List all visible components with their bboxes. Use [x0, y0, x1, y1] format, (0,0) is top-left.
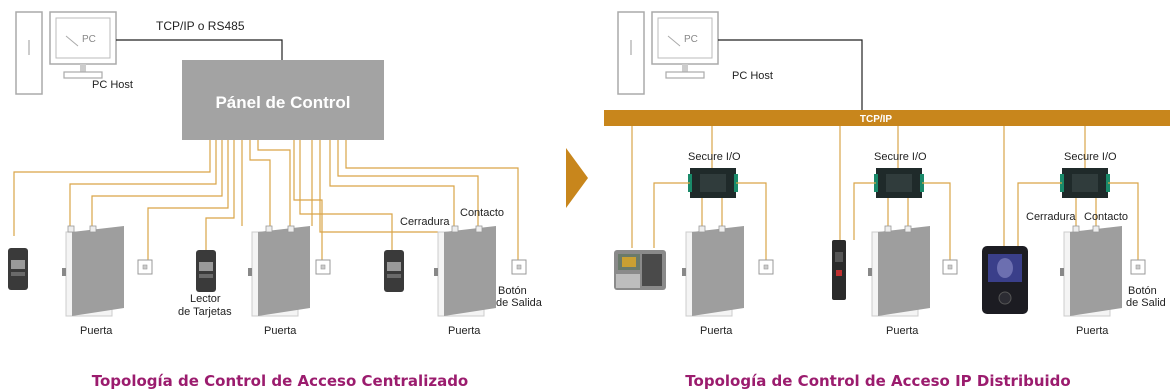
pc-screen-label-right: PC [684, 34, 698, 45]
card-reader-3 [384, 250, 404, 292]
card-reader-1 [8, 248, 28, 290]
pc-host-label: PC Host [92, 79, 133, 91]
secure-io-1 [688, 168, 738, 198]
network-link-label: TCP/IP o RS485 [156, 19, 245, 33]
door-label-r3: Puerta [1076, 325, 1109, 337]
door-1 [62, 225, 124, 317]
arrow-icon [566, 148, 588, 208]
lock-label-right: Cerradura [1026, 211, 1076, 223]
door-label-r2: Puerta [886, 325, 919, 337]
pc-screen-label: PC [82, 34, 96, 45]
pc-host-left: PC PC Host [15, 11, 133, 95]
secure-io-label-1: Secure I/O [688, 151, 741, 163]
reader-label-line2: de Tarjetas [178, 306, 232, 318]
pc-host-label-right: PC Host [732, 70, 773, 82]
door-label-r1: Puerta [700, 325, 733, 337]
panel-wires [13, 140, 519, 262]
secure-io-label-3: Secure I/O [1064, 151, 1117, 163]
door-r2 [868, 225, 930, 317]
secure-io-label-2: Secure I/O [874, 151, 927, 163]
exit-label-right-line1: Botón [1128, 285, 1157, 297]
exit-button-r1 [758, 259, 774, 275]
left-diagram: PC PC Host TCP/IP o RS485 Pánel de Contr… [8, 11, 543, 390]
bus-drops [631, 126, 1086, 248]
secure-io-3 [1060, 168, 1110, 198]
slim-reader [832, 240, 846, 300]
control-panel-label: Pánel de Control [215, 93, 350, 112]
right-title: Topología de Control de Acceso IP Distri… [685, 372, 1070, 390]
door-label-3: Puerta [448, 325, 481, 337]
exit-button-r2 [942, 259, 958, 275]
exit-label-line1: Botón [498, 285, 527, 297]
door-r3 [1060, 225, 1122, 317]
right-diagram: PC PC Host TCP/IP Secure I/O [604, 11, 1170, 390]
face-terminal [982, 246, 1028, 314]
door-label-2: Puerta [264, 325, 297, 337]
exit-label-line2: de Salida [496, 297, 543, 309]
bus-label: TCP/IP [860, 114, 893, 125]
secure-io-2 [874, 168, 924, 198]
pc-host-right: PC PC Host [617, 11, 773, 95]
network-link-right [718, 39, 863, 110]
exit-label-right-line2: de Salid [1126, 297, 1166, 309]
lock-label: Cerradura [400, 216, 450, 228]
contact-label-right: Contacto [1084, 211, 1128, 223]
exit-button-r3 [1130, 259, 1146, 275]
contact-label: Contacto [460, 207, 504, 219]
tcp-ip-bus [604, 110, 1170, 126]
fingerprint-terminal [614, 250, 666, 290]
door-label-1: Puerta [80, 325, 113, 337]
exit-button-2 [315, 259, 331, 275]
door-2 [248, 225, 310, 317]
card-reader-2 [196, 250, 216, 292]
reader-label-line1: Lector [190, 293, 221, 305]
left-title: Topología de Control de Acceso Centraliz… [92, 372, 469, 390]
network-link [116, 39, 283, 60]
control-panel [182, 60, 384, 140]
exit-button-3 [511, 259, 527, 275]
exit-button-1 [137, 259, 153, 275]
door-r1 [682, 225, 744, 317]
door-3 [434, 225, 496, 317]
